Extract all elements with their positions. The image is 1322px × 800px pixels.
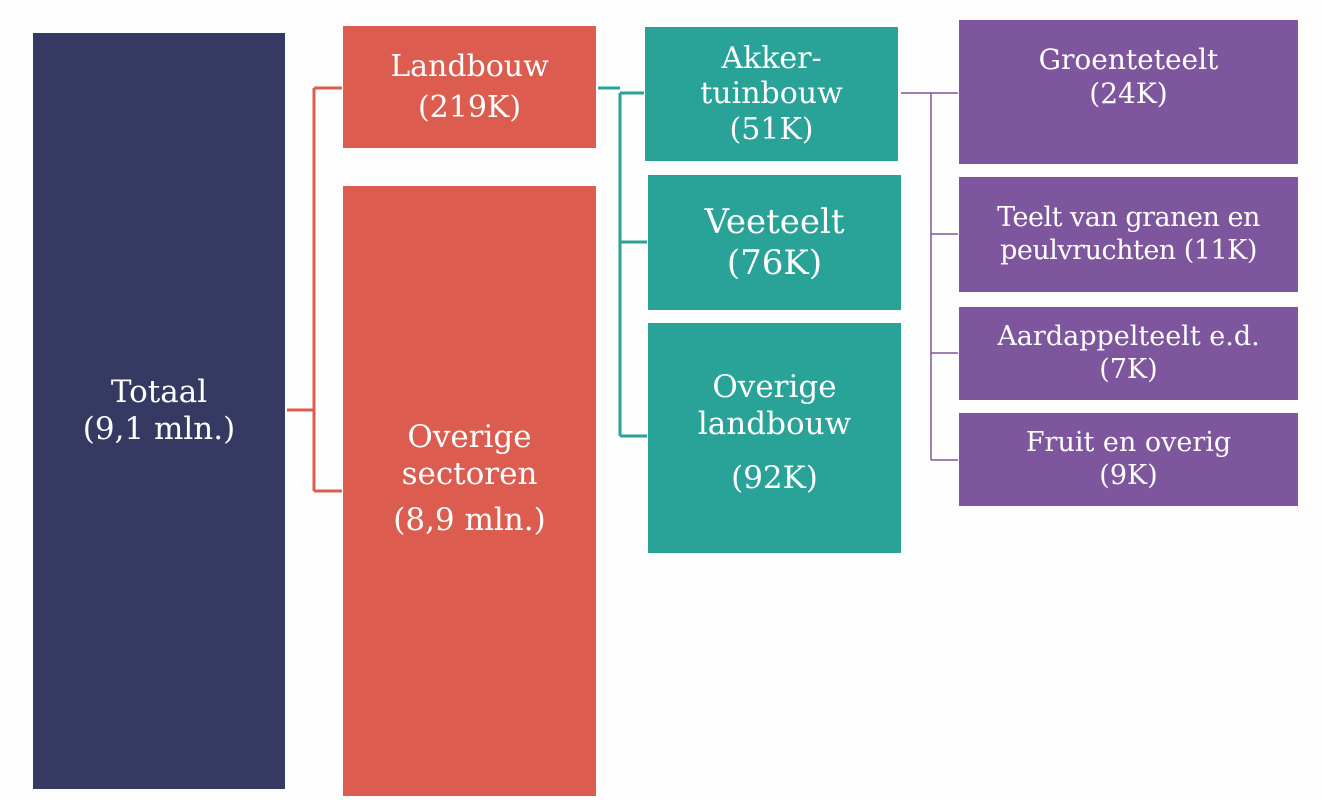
node-akker-tuinbouw-label-2: tuinbouw [700,76,843,112]
node-veeteelt-label: Veeteelt [704,201,845,242]
node-fruit-value: (9K) [1099,459,1158,491]
node-overige-sectoren: Overige sectoren (8,9 mln.) [343,186,596,796]
node-overige-landbouw-label-2: landbouw [697,406,852,443]
node-landbouw-value: (219K) [417,90,522,125]
node-granen-label: Teelt van granen en [997,202,1260,234]
node-groenteteelt: Groenteteelt (24K) [959,20,1298,164]
node-granen-peulvruchten: Teelt van granen en peulvruchten (11K) [959,177,1298,292]
connector-totaal-to-sectors [287,86,342,493]
node-aardappelteelt: Aardappelteelt e.d. (7K) [959,307,1298,400]
node-fruit-label: Fruit en overig [1025,427,1232,459]
node-totaal-value: (9,1 mln.) [82,411,236,447]
node-overige-sectoren-label-1: Overige [407,419,532,456]
node-totaal-label: Totaal [110,374,208,411]
node-totaal: Totaal (9,1 mln.) [33,33,285,789]
node-aardappelteelt-label: Aardappelteelt e.d. [997,320,1260,352]
node-groenteteelt-label: Groenteteelt [1038,43,1219,77]
connector-akker-to-crops [901,92,958,461]
node-overige-landbouw: Overige landbouw (92K) [648,323,901,553]
node-fruit-overig: Fruit en overig (9K) [959,413,1298,506]
node-overige-sectoren-value: (8,9 mln.) [393,502,546,539]
node-overige-landbouw-label-1: Overige [712,369,837,406]
node-overige-landbouw-value: (92K) [731,459,818,496]
node-akker-tuinbouw-label-1: Akker- [721,41,822,77]
node-veeteelt-value: (76K) [726,242,823,283]
node-overige-sectoren-label-2: sectoren [401,455,538,492]
node-akker-tuinbouw: Akker- tuinbouw (51K) [645,27,898,161]
node-akker-tuinbouw-value: (51K) [729,111,814,147]
node-aardappelteelt-value: (7K) [1099,353,1158,385]
node-veeteelt: Veeteelt (76K) [648,175,901,310]
connector-landbouw-to-subsectors [598,86,647,438]
node-groenteteelt-value: (24K) [1089,77,1168,110]
node-landbouw-label: Landbouw [390,48,549,84]
node-granen-value: peulvruchten (11K) [1000,234,1257,266]
node-landbouw: Landbouw (219K) [343,26,596,148]
